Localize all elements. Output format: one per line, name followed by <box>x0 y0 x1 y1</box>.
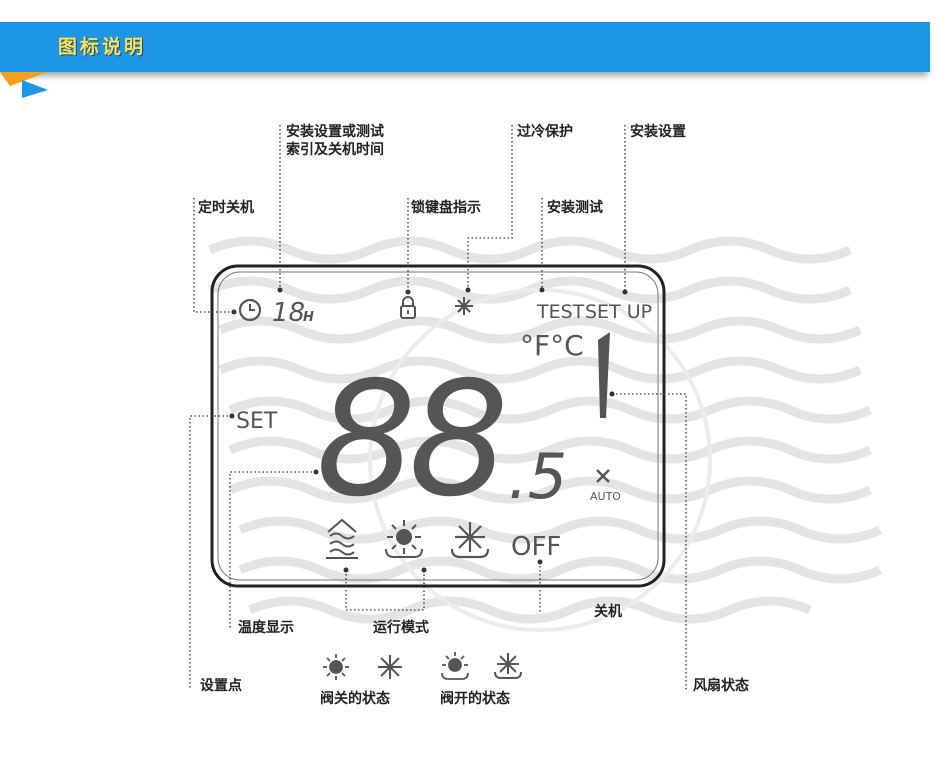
unit-indicator: °F°C <box>520 329 584 362</box>
watermark <box>208 236 882 632</box>
clock-icon <box>238 298 262 322</box>
setup-indicator: SET UP <box>585 301 652 323</box>
label-install-test: 安装测试 <box>547 199 603 216</box>
fan-bar-indicator <box>598 332 610 418</box>
label-fan-state: 风扇状态 <box>693 677 749 694</box>
label-timer-off: 定时关机 <box>198 199 254 216</box>
timer-value: 18 <box>272 298 305 328</box>
label-temp-display: 温度显示 <box>238 619 294 636</box>
set-indicator: SET <box>236 409 278 434</box>
auto-indicator: AUTO <box>590 490 621 503</box>
decimal-digit: .5 <box>508 440 567 513</box>
label-run-mode: 运行模式 <box>373 619 429 636</box>
label-overcool: 过冷保护 <box>517 123 573 140</box>
snowflake-icon <box>455 297 473 315</box>
header-banner: 图标说明 <box>0 22 930 72</box>
label-install-index-1: 安装设置或测试 <box>286 123 384 140</box>
label-install-setup: 安装设置 <box>630 123 686 140</box>
off-indicator: OFF <box>511 532 561 562</box>
sun-mode-icon <box>385 520 423 558</box>
lcd-frame <box>210 264 666 588</box>
valve-open-snow-icon <box>494 653 522 679</box>
label-setpoint: 设置点 <box>200 677 242 694</box>
label-valve-open: 阀开的状态 <box>440 690 510 707</box>
page-title: 图标说明 <box>58 36 147 58</box>
leader-lines <box>189 125 687 690</box>
label-shutdown: 关机 <box>594 603 622 620</box>
label-valve-closed: 阀关的状态 <box>320 690 390 707</box>
main-digits: 88 <box>316 348 503 532</box>
heat-mode-icon <box>326 518 358 559</box>
label-keylock: 锁键盘指示 <box>411 199 481 216</box>
valve-open-sun-icon <box>441 652 469 680</box>
valve-closed-sun-icon <box>323 654 349 680</box>
snow-mode-icon <box>450 522 490 559</box>
test-indicator: TEST <box>536 301 585 323</box>
banner-fold-arrow <box>0 72 48 98</box>
valve-closed-snow-icon <box>378 655 402 679</box>
fan-icon <box>596 469 610 483</box>
timer-unit: H <box>303 310 314 325</box>
lock-icon <box>400 296 416 319</box>
label-install-index-2: 索引及关机时间 <box>286 141 384 158</box>
